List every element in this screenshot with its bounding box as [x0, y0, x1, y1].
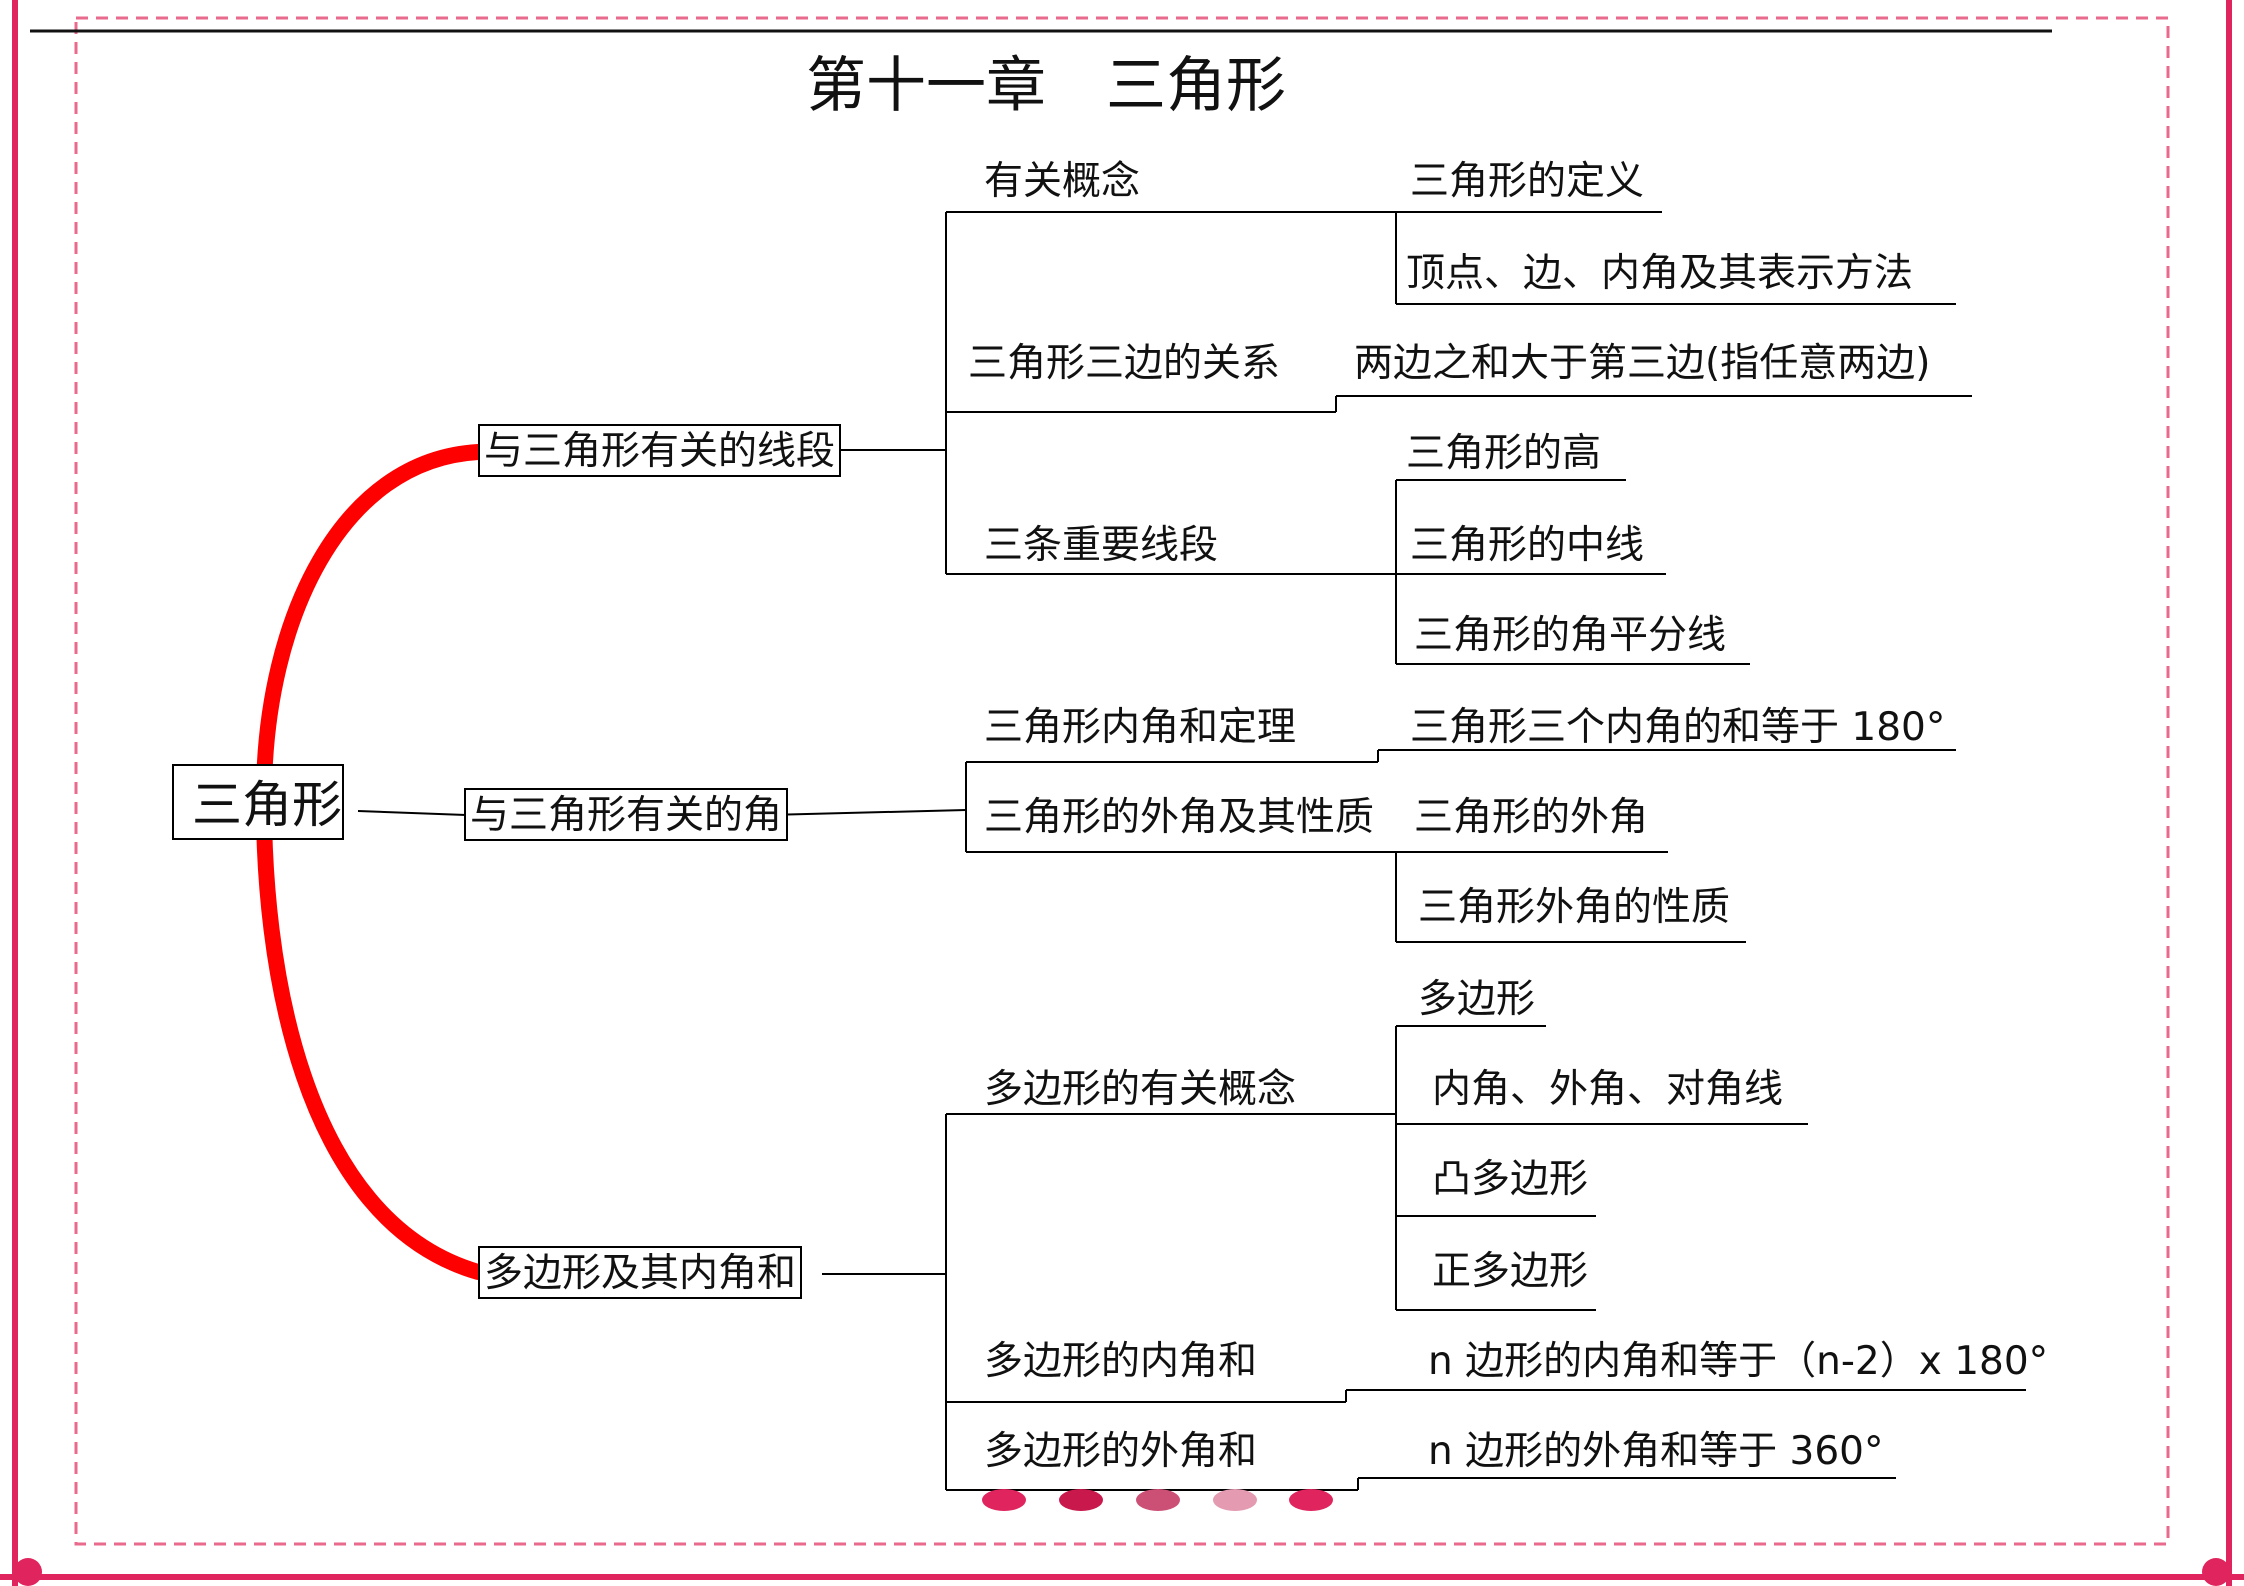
- branch-polygons: 多边形及其内角和: [478, 1246, 803, 1299]
- root-node: 三角形: [172, 764, 344, 840]
- page-title: 第十一章 三角形: [806, 51, 1286, 121]
- leaf-regular-polygon: 正多边形: [1432, 1249, 1589, 1294]
- corner-ornament-bottom-right: [2202, 1558, 2230, 1586]
- leaf-interior-sum-formula: n 边形的内角和等于（n-2）x 180°: [1428, 1339, 2049, 1384]
- sub-concepts: 有关概念: [984, 159, 1141, 204]
- leaf-vertex-side-angle: 顶点、边、内角及其表示方法: [1406, 251, 1914, 296]
- leaf-convex-polygon: 凸多边形: [1432, 1157, 1589, 1202]
- sub-angle-sum-theorem: 三角形内角和定理: [984, 705, 1297, 750]
- leaf-exterior-angle: 三角形的外角: [1414, 795, 1649, 840]
- branch-angles: 与三角形有关的角: [464, 788, 789, 841]
- dot-4: [1213, 1489, 1257, 1511]
- sub-three-segments: 三条重要线段: [984, 523, 1219, 568]
- root-curve-top-taper: [293, 447, 479, 602]
- leaf-median: 三角形的中线: [1410, 523, 1645, 568]
- leaf-angle-bisector: 三角形的角平分线: [1414, 613, 1727, 658]
- frame-dashed-border: [74, 16, 2170, 1546]
- dot-3: [1136, 1489, 1180, 1511]
- leaf-interior-exterior-diagonal: 内角、外角、对角线: [1432, 1067, 1784, 1112]
- connector-lines: [357, 211, 2026, 1491]
- dot-5: [1289, 1489, 1333, 1511]
- leaf-polygon: 多边形: [1418, 977, 1536, 1022]
- dot-2: [1059, 1489, 1103, 1511]
- sub-polygon-interior-sum: 多边形的内角和: [984, 1339, 1258, 1384]
- frame-left-bar: [12, 0, 18, 1586]
- leaf-exterior-sum-360: n 边形的外角和等于 360°: [1428, 1429, 1884, 1474]
- leaf-side-inequality: 两边之和大于第三边(指任意两边): [1354, 341, 1931, 386]
- leaf-triangle-definition: 三角形的定义: [1410, 159, 1645, 204]
- leaf-exterior-angle-property: 三角形外角的性质: [1418, 885, 1731, 930]
- frame-bottom-bar: [0, 1574, 2244, 1580]
- sub-side-relation: 三角形三边的关系: [968, 341, 1281, 386]
- corner-ornament-bottom-left: [14, 1558, 42, 1586]
- leaf-altitude: 三角形的高: [1406, 431, 1602, 476]
- sub-polygon-concepts: 多边形的有关概念: [984, 1067, 1297, 1112]
- frame-right-bar: [2226, 0, 2232, 1586]
- sub-exterior-angle: 三角形的外角及其性质: [984, 795, 1375, 840]
- leaf-angle-sum-180: 三角形三个内角的和等于 180°: [1410, 705, 1946, 750]
- branch-segments: 与三角形有关的线段: [478, 424, 842, 477]
- dot-1: [982, 1489, 1026, 1511]
- sub-polygon-exterior-sum: 多边形的外角和: [984, 1429, 1258, 1474]
